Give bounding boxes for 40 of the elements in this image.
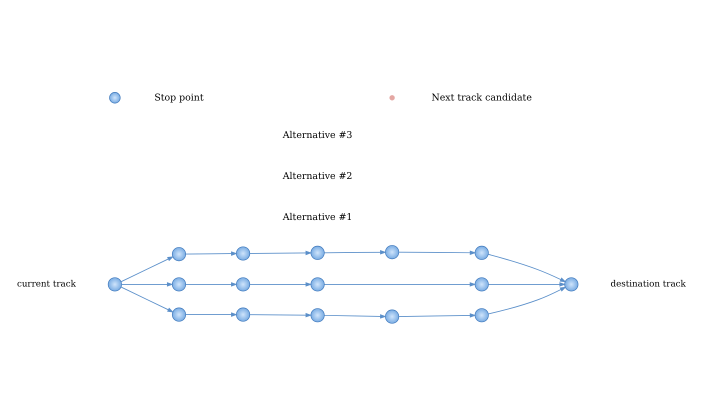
node-circle bbox=[310, 308, 325, 322]
arrow bbox=[185, 282, 238, 286]
node-circle bbox=[172, 276, 186, 291]
arrow bbox=[120, 256, 174, 282]
node-circle bbox=[236, 307, 250, 322]
arrow bbox=[488, 282, 566, 286]
label: Alternative #1 bbox=[282, 211, 352, 222]
arrow bbox=[120, 286, 174, 312]
label: Alternative #2 bbox=[282, 170, 352, 182]
node-circle bbox=[310, 276, 325, 291]
node-circle bbox=[385, 244, 400, 259]
arrow bbox=[324, 250, 387, 254]
node-circle bbox=[474, 308, 489, 322]
arrow bbox=[185, 312, 238, 316]
legend-label: Next track candidate bbox=[432, 92, 532, 103]
node-circle bbox=[172, 307, 186, 322]
arrow bbox=[488, 286, 566, 314]
node-circle bbox=[474, 245, 489, 260]
arrow bbox=[324, 282, 476, 286]
arrow bbox=[398, 312, 476, 318]
arrow bbox=[488, 253, 566, 282]
node-circle bbox=[310, 245, 325, 260]
node-label: current track bbox=[16, 279, 76, 290]
node-circle bbox=[236, 276, 250, 291]
arrow bbox=[185, 250, 238, 256]
node-circle bbox=[236, 246, 250, 260]
arrow bbox=[121, 282, 174, 286]
node-circle bbox=[564, 276, 578, 291]
arrow bbox=[250, 282, 312, 286]
label: Alternative #3 bbox=[282, 129, 352, 140]
node-circle bbox=[108, 276, 122, 291]
legend-label: Stop point bbox=[154, 92, 204, 103]
node-circle bbox=[172, 246, 186, 261]
arrow bbox=[324, 314, 387, 318]
arrow bbox=[250, 250, 312, 255]
node-circle bbox=[385, 309, 400, 324]
node-circle bbox=[474, 276, 489, 291]
arrow bbox=[398, 250, 476, 254]
arrow bbox=[250, 312, 312, 317]
node-label: destination track bbox=[610, 279, 686, 290]
